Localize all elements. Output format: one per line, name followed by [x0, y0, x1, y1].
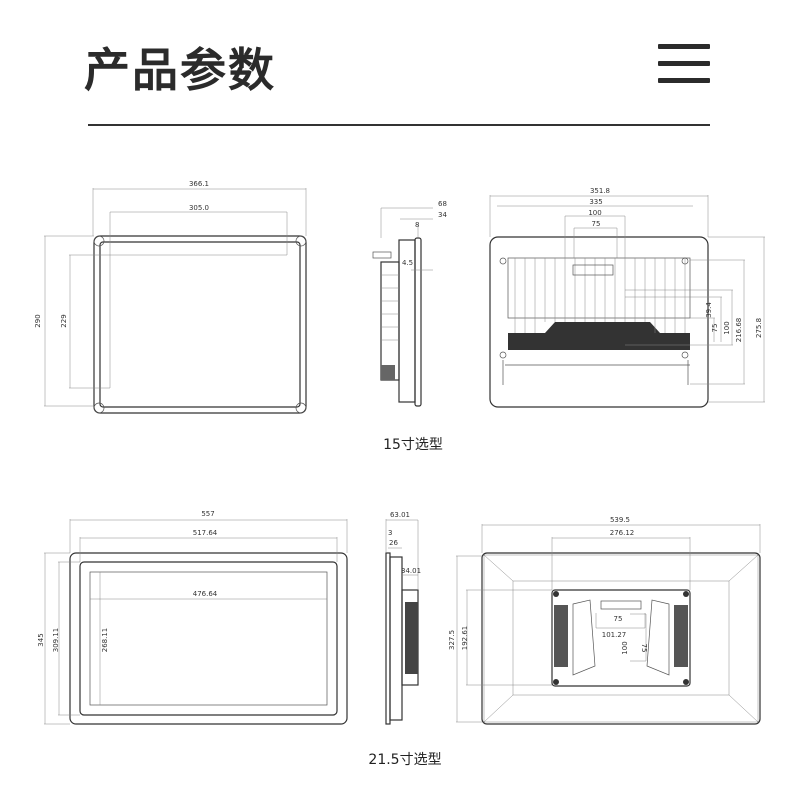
dim-label: 26: [389, 539, 398, 547]
dim-label: 309.11: [52, 628, 60, 653]
dim-label: 268.11: [101, 628, 109, 653]
dim-label: 63.01: [390, 511, 410, 519]
front-view-21-5: 557 517.64 476.64 345 309.11 268.11: [37, 510, 348, 725]
dim-label: 539.5: [610, 516, 630, 524]
dim-label: 100: [588, 209, 601, 217]
dim-label: 366.1: [189, 180, 209, 188]
dim-label: 75: [592, 220, 601, 228]
dim-label: 100: [621, 641, 629, 654]
dim-label: 8: [415, 221, 419, 229]
dim-label: 305.0: [189, 204, 209, 212]
page-title: 产品参数: [84, 43, 276, 97]
dim-label: 39.4: [705, 302, 713, 318]
dim-label: 351.8: [590, 187, 610, 195]
dim-label: 4.5: [402, 259, 413, 267]
side-view-15: 68 34 8 4.5: [372, 200, 447, 407]
caption-15: 15寸选型: [383, 437, 443, 453]
dim-label: 557: [201, 510, 214, 518]
dim-label: 100: [723, 321, 731, 334]
dim-label: 276.12: [610, 529, 635, 537]
back-view-15: 351.8 335 100 75 39.4 75 100 216.68 275.…: [489, 187, 765, 408]
dim-label: 345: [37, 633, 45, 646]
dim-label: 68: [438, 200, 447, 208]
dim-label: 75: [711, 324, 719, 333]
side-view-21-5: 63.01 3 26 34.01: [385, 511, 421, 725]
divider: [88, 124, 710, 126]
dim-label: 216.68: [735, 318, 743, 343]
dim-label: 34.01: [401, 567, 421, 575]
dim-label: 3: [388, 529, 392, 537]
dim-label: 517.64: [193, 529, 218, 537]
hamburger-menu-icon[interactable]: [656, 44, 712, 84]
dim-label: 101.27: [602, 631, 627, 639]
dim-label: 290: [34, 314, 42, 327]
dim-label: 229: [60, 314, 68, 327]
dim-label: 192.61: [461, 626, 469, 651]
dim-label: 476.64: [193, 590, 218, 598]
dim-label: 327.5: [448, 630, 456, 650]
front-view-15: 366.1 305.0 290 229: [34, 180, 307, 414]
back-view-21-5: 539.5 276.12 327.5 192.61 75 101.27 100 …: [448, 516, 761, 725]
dim-label: 75: [640, 644, 648, 653]
dim-label: 75: [614, 615, 623, 623]
dim-label: 34: [438, 211, 447, 219]
dim-label: 275.8: [755, 318, 763, 338]
caption-21-5: 21.5寸选型: [368, 752, 441, 768]
dim-label: 335: [589, 198, 602, 206]
